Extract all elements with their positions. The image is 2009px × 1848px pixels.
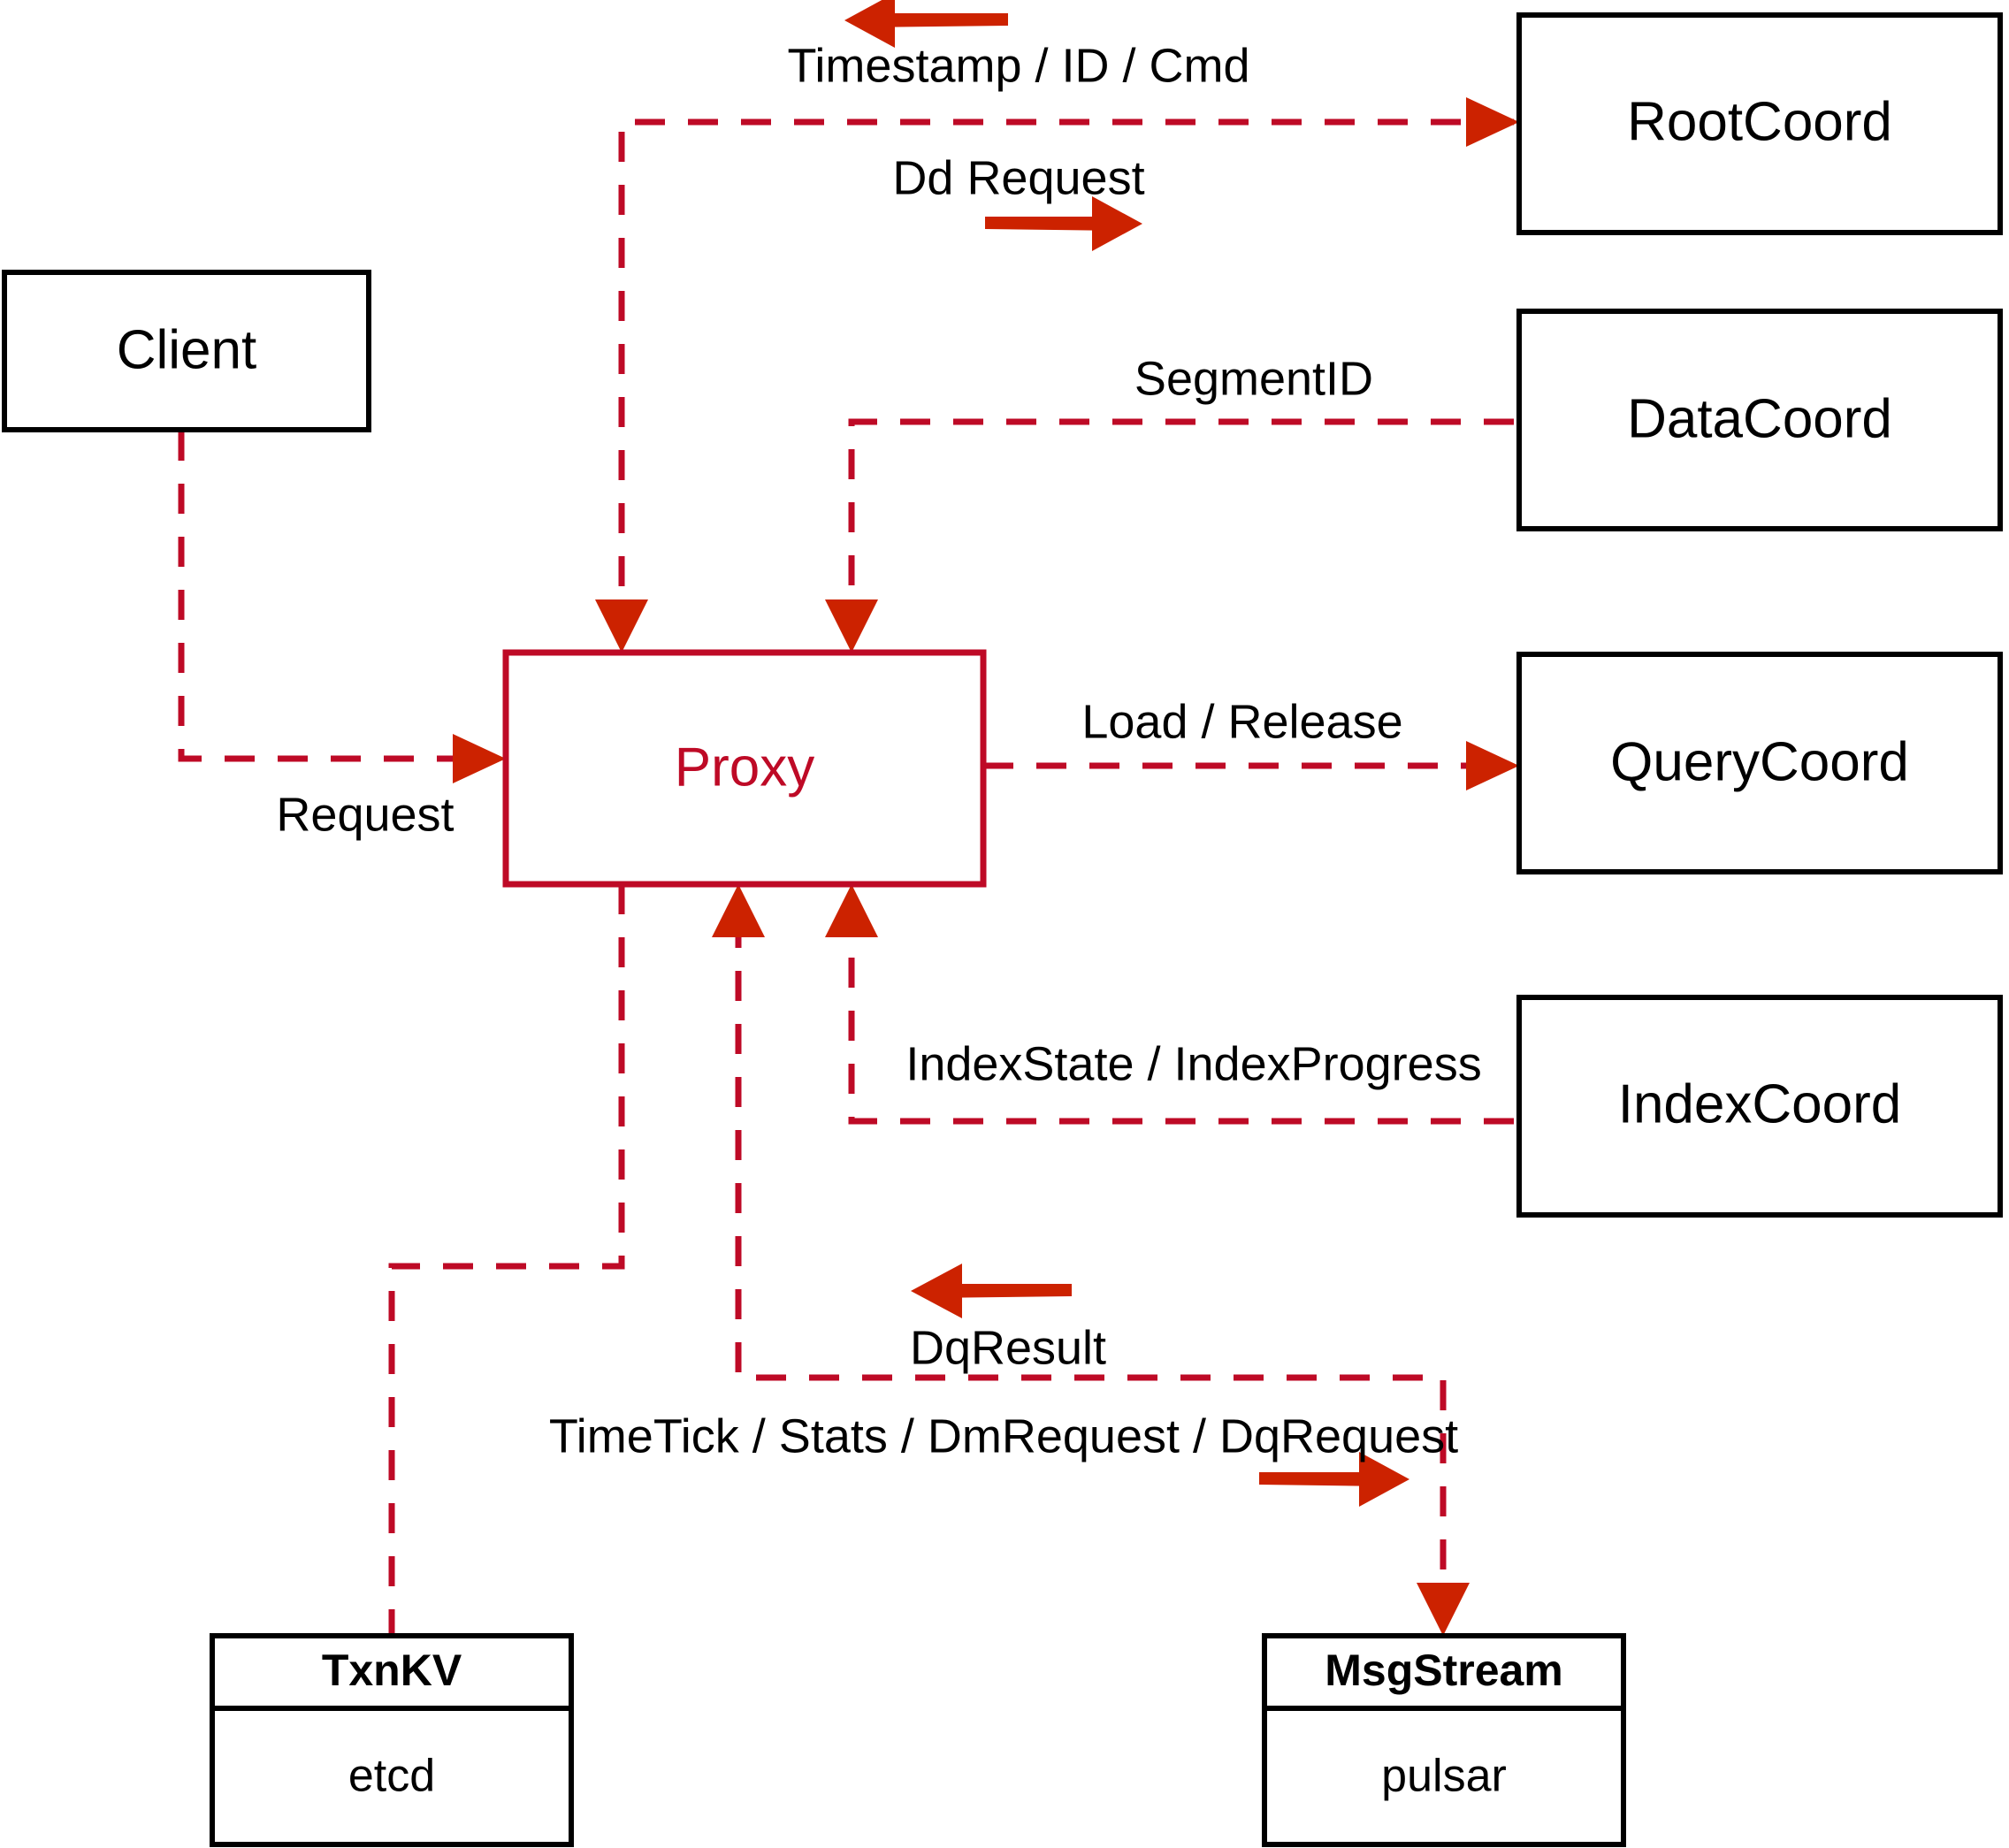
node-msgstream-impl-label: pulsar (1381, 1751, 1507, 1802)
node-indexcoord-box[interactable] (1516, 995, 2003, 1218)
dqresult-direction-arrow-icon (911, 1264, 1072, 1318)
edge-request-arrowhead (453, 734, 506, 783)
node-datacoord-label: DataCoord (1627, 388, 1892, 449)
edge-index-state-path (848, 918, 1514, 1125)
node-querycoord[interactable]: QueryCoord (1516, 652, 2003, 874)
node-client-box[interactable] (2, 270, 371, 432)
node-client-label: Client (117, 319, 257, 380)
edge-request-path (178, 431, 473, 762)
node-rootcoord-label: RootCoord (1627, 91, 1892, 152)
timestamp-direction-arrow-icon (844, 0, 1008, 48)
edge-dqresult-arrowhead (712, 884, 765, 937)
edge-index-state-arrowhead (825, 884, 878, 937)
edge-msgstream-arrowhead (1417, 1583, 1470, 1636)
node-client[interactable]: Client (2, 270, 371, 432)
edge-segment-id-arrowhead (825, 599, 878, 653)
node-txnkv-label: TxnKV (322, 1646, 462, 1695)
edge-timestamp-id-cmd-path (618, 118, 1514, 619)
edge-label-request: Request (276, 788, 454, 841)
edge-labels: Timestamp / ID / Cmd Dd Request SegmentI… (276, 39, 1481, 1462)
edge-txnkv-path (388, 884, 625, 1636)
node-msgstream-box[interactable] (1262, 1633, 1626, 1847)
node-txnkv[interactable]: TxnKV etcd (210, 1633, 574, 1847)
node-msgstream[interactable]: MsgStream pulsar (1262, 1633, 1626, 1847)
node-txnkv-impl-label: etcd (348, 1751, 435, 1802)
node-proxy-box[interactable] (502, 649, 987, 888)
flow-lines (178, 97, 1519, 1636)
edge-dqresult-timetick-path (735, 918, 1447, 1602)
dd-request-direction-arrow-icon (985, 196, 1142, 251)
node-rootcoord-box[interactable] (1516, 12, 2003, 235)
timetick-direction-arrow-icon (1259, 1452, 1409, 1507)
edge-dd-request-arrowhead (1466, 97, 1519, 147)
edge-label-timestamp-id-cmd: Timestamp / ID / Cmd (787, 39, 1249, 92)
edge-label-dq-result: DqResult (910, 1321, 1106, 1374)
node-txnkv-box[interactable] (210, 1633, 574, 1847)
direction-markers (844, 0, 1409, 1507)
edge-segment-id-path (848, 418, 1514, 619)
node-proxy[interactable]: Proxy (502, 649, 987, 888)
edge-label-load-release: Load / Release (1081, 695, 1402, 748)
node-querycoord-box[interactable] (1516, 652, 2003, 874)
node-rootcoord[interactable]: RootCoord (1516, 12, 2003, 235)
edge-load-release-arrowhead (1466, 741, 1519, 790)
node-msgstream-label: MsgStream (1325, 1646, 1563, 1695)
node-proxy-label: Proxy (675, 737, 814, 798)
edge-label-dd-request: Dd Request (892, 151, 1144, 204)
node-datacoord-box[interactable] (1516, 309, 2003, 531)
node-querycoord-label: QueryCoord (1610, 731, 1909, 792)
node-indexcoord-label: IndexCoord (1618, 1073, 1902, 1134)
edge-label-timetick-stats: TimeTick / Stats / DmRequest / DqRequest (549, 1409, 1458, 1462)
node-datacoord[interactable]: DataCoord (1516, 309, 2003, 531)
edge-label-segment-id: SegmentID (1134, 352, 1373, 405)
edge-label-index-state: IndexState / IndexProgress (905, 1037, 1481, 1090)
node-indexcoord[interactable]: IndexCoord (1516, 995, 2003, 1218)
edge-timestamp-id-cmd-arrowhead (595, 599, 648, 653)
